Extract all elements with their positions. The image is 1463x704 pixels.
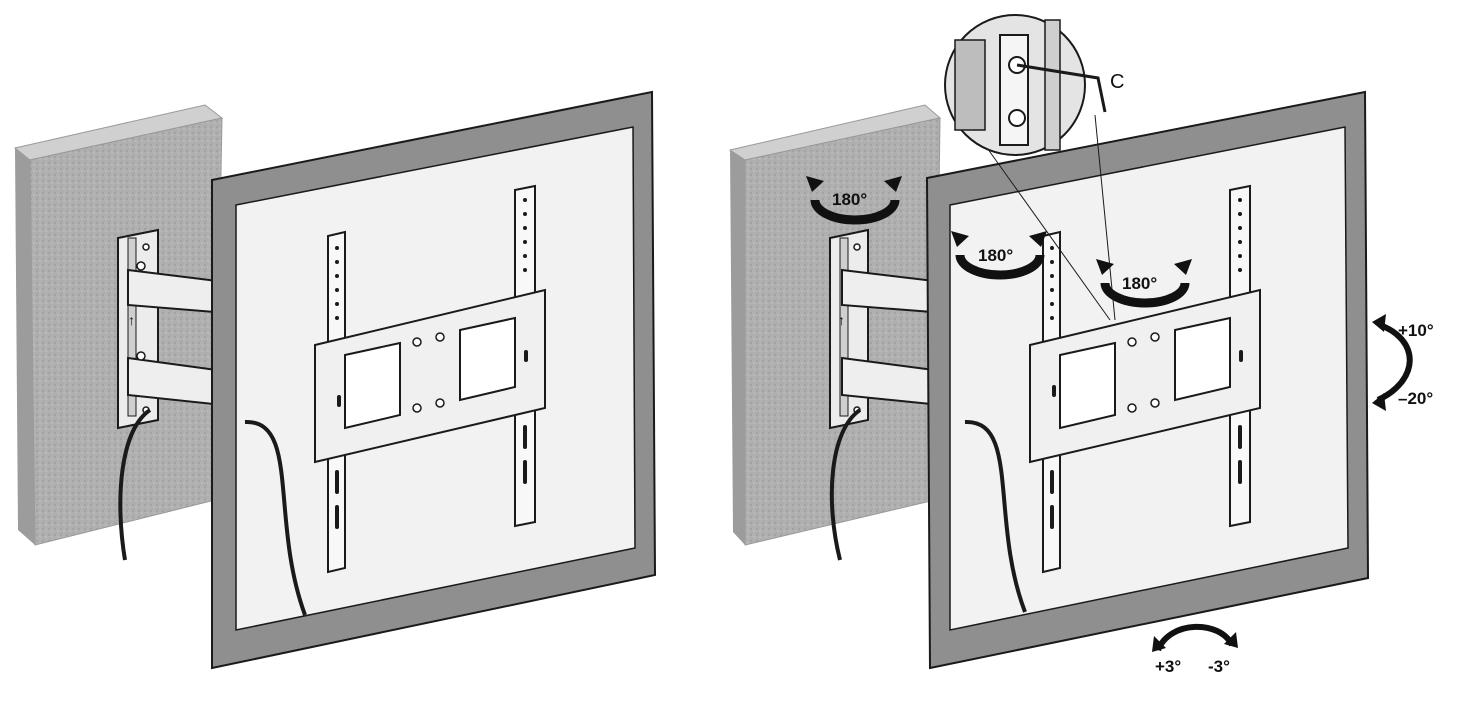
rotation-label-elbow: 180° bbox=[978, 246, 1013, 265]
tv-bracket-right bbox=[1029, 184, 1261, 574]
tilt-down-label: –20° bbox=[1398, 389, 1433, 408]
rotation-badge-wall: 180° bbox=[806, 176, 902, 225]
tv-bracket-left bbox=[314, 184, 546, 574]
rotation-badge-elbow: 180° bbox=[951, 231, 1047, 280]
callout-letter: C bbox=[1110, 71, 1124, 93]
level-minus-label: -3° bbox=[1208, 657, 1230, 676]
cables-left bbox=[118, 408, 307, 616]
level-plus-label: +3° bbox=[1155, 657, 1181, 676]
right-illustration: ↑ bbox=[728, 14, 1434, 676]
level-indicator: +3° -3° bbox=[1152, 623, 1238, 676]
svg-text:↑: ↑ bbox=[128, 312, 135, 328]
callout-leader-lines bbox=[984, 114, 1116, 321]
svg-text:↑: ↑ bbox=[838, 312, 845, 328]
rotation-badge-tv: 180° bbox=[1096, 259, 1192, 308]
cables-right bbox=[829, 408, 1027, 613]
detail-callout: C bbox=[944, 14, 1124, 156]
rotation-label-wall: 180° bbox=[832, 190, 867, 209]
left-illustration: ↑ bbox=[13, 90, 657, 670]
tilt-indicator: +10° –20° bbox=[1372, 314, 1434, 411]
wall-plate-right: ↑ bbox=[829, 228, 869, 430]
tilt-up-label: +10° bbox=[1398, 321, 1434, 340]
rotation-label-tv: 180° bbox=[1122, 274, 1157, 293]
